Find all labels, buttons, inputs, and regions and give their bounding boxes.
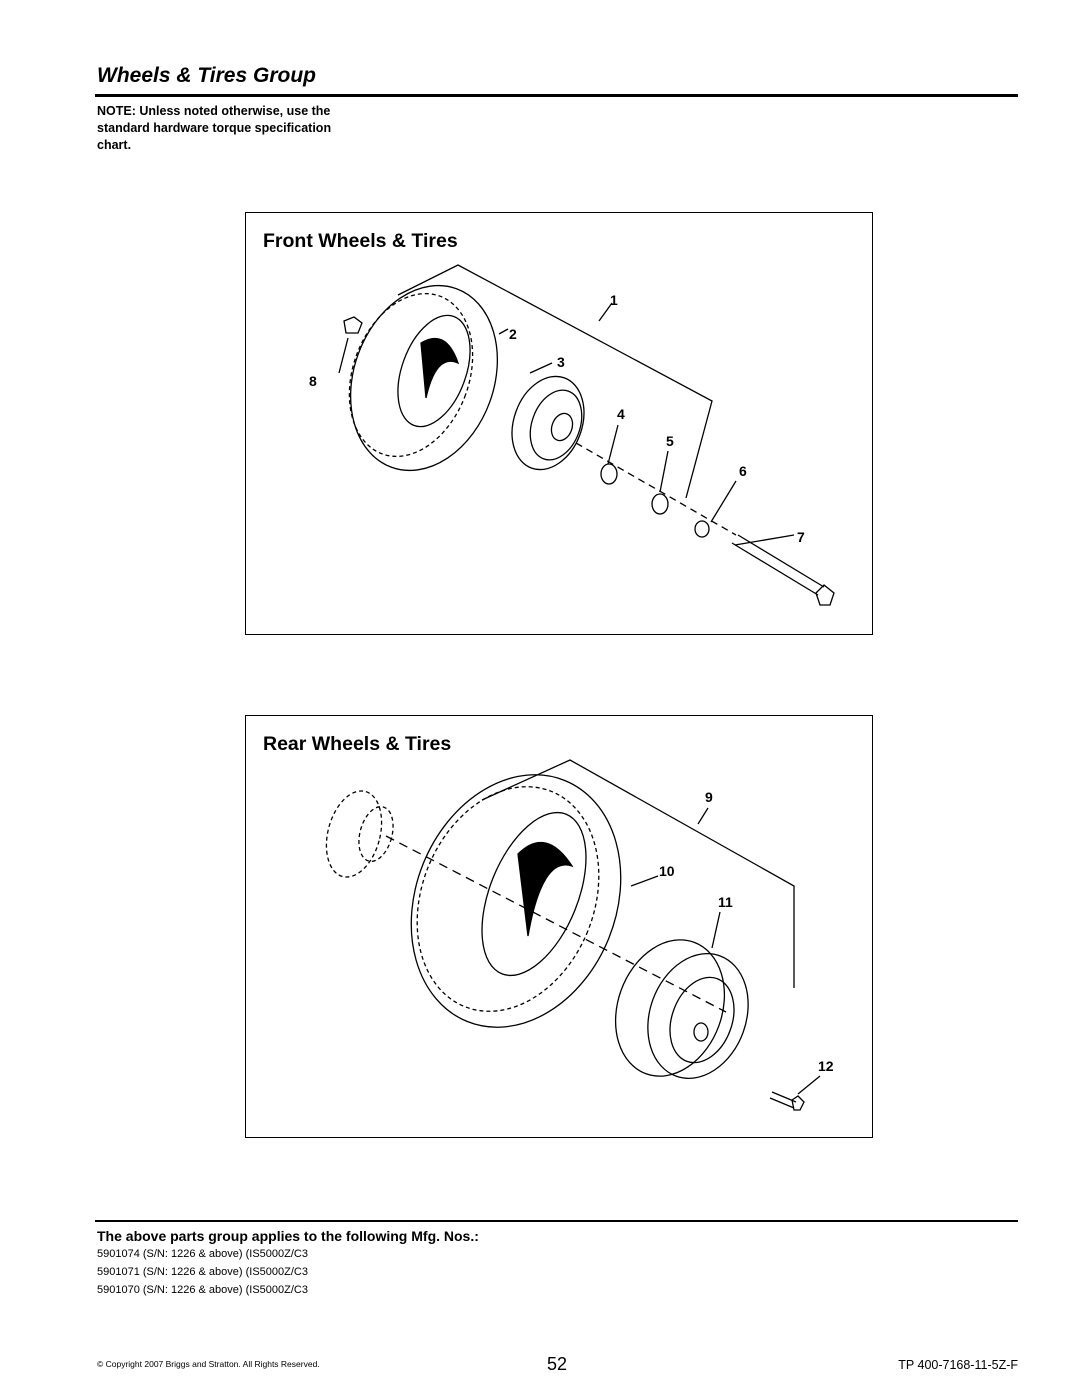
- rear-wheels-panel: Rear Wheels & Tires: [245, 715, 873, 1138]
- front-lug-nut: [343, 316, 363, 334]
- title-rule: [95, 94, 1018, 97]
- front-panel-title: Front Wheels & Tires: [263, 230, 458, 252]
- callout-9: 9: [705, 789, 713, 805]
- callout-7: 7: [797, 529, 805, 545]
- callout-11: 11: [718, 894, 733, 910]
- callout-6: 6: [739, 463, 747, 479]
- callout-1: 1: [610, 292, 618, 308]
- callout-12: 12: [818, 1058, 834, 1074]
- front-wheels-panel: Front Wheels & Tires: [245, 212, 873, 635]
- rear-rim: [614, 939, 726, 1077]
- callout-2: 2: [509, 326, 517, 342]
- mfg-number-item: 5901071 (S/N: 1226 & above) (IS5000Z/C3: [97, 1266, 308, 1278]
- item-9-bracket: [481, 759, 795, 988]
- front-bearing: [600, 463, 618, 485]
- front-wheel-exploded-diagram: 1 2 3 4 5 6 7 8: [309, 264, 835, 606]
- footer-copyright: © Copyright 2007 Briggs and Stratton. Al…: [97, 1359, 320, 1369]
- page-title: Wheels & Tires Group: [97, 64, 316, 87]
- callout-5: 5: [666, 433, 674, 449]
- rear-tire: [410, 774, 622, 1028]
- front-axle-bolt: [731, 542, 819, 596]
- applies-heading: The above parts group applies to the fol…: [97, 1228, 479, 1244]
- front-tire: [349, 284, 499, 472]
- rear-wheel-exploded-diagram: 9 10 11 12: [325, 759, 834, 1111]
- callout-10: 10: [659, 863, 675, 879]
- front-rim: [511, 375, 585, 471]
- callout-4: 4: [617, 406, 625, 422]
- rear-hub: [325, 790, 383, 878]
- mfg-number-item: 5901070 (S/N: 1226 & above) (IS5000Z/C3: [97, 1284, 308, 1296]
- rear-lug-bolt: [769, 1097, 795, 1109]
- callout-8: 8: [309, 373, 317, 389]
- callout-3: 3: [557, 354, 565, 370]
- item-1-bracket: [397, 264, 713, 499]
- mfg-number-item: 5901074 (S/N: 1226 & above) (IS5000Z/C3: [97, 1248, 308, 1260]
- front-spacer: [694, 520, 710, 538]
- applies-rule: [95, 1220, 1018, 1222]
- document-number: TP 400-7168-11-5Z-F: [898, 1358, 1018, 1372]
- page-number: 52: [547, 1354, 568, 1374]
- rear-panel-title: Rear Wheels & Tires: [263, 733, 452, 755]
- front-seal: [651, 493, 669, 515]
- torque-note: NOTE: Unless noted otherwise, use the st…: [97, 104, 332, 152]
